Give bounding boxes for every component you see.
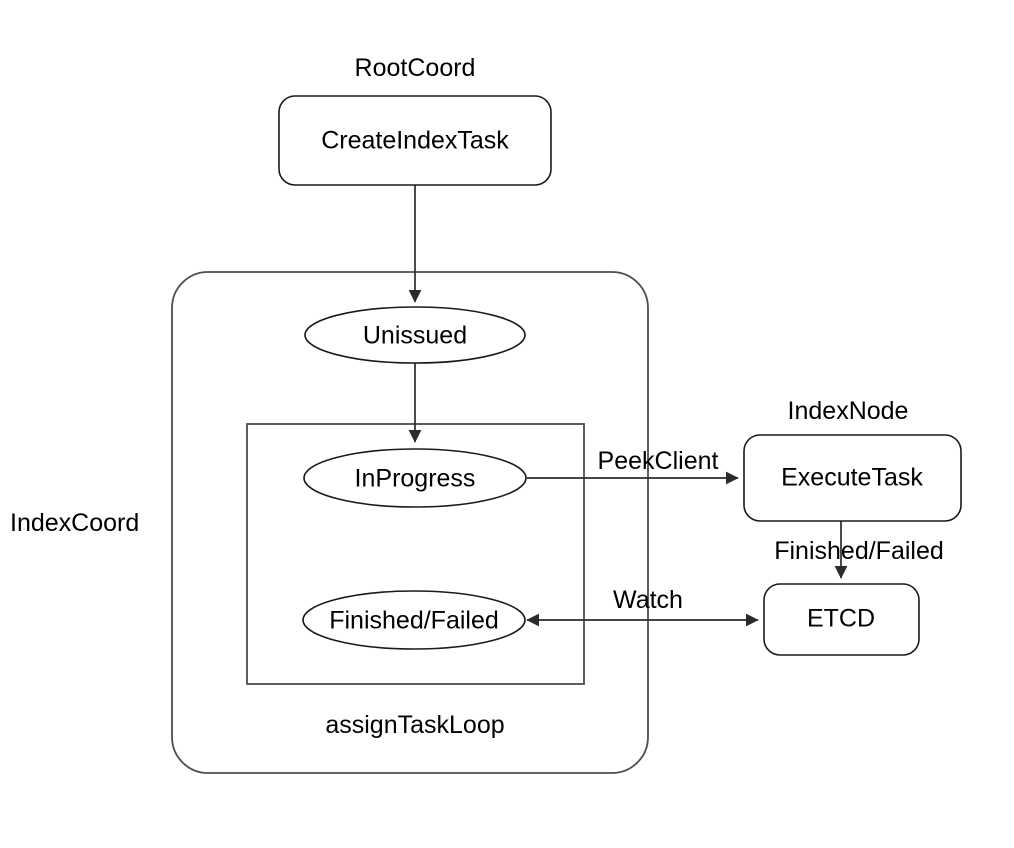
- node-inprogress-shape[interactable]: [303, 448, 527, 508]
- group-indexcoord: [171, 271, 649, 774]
- node-inprogress-label: InProgress: [355, 465, 476, 493]
- node-createindextask-shape[interactable]: [278, 95, 552, 186]
- node-etcd-label: ETCD: [807, 605, 875, 633]
- node-etcd[interactable]: ETCD: [763, 583, 920, 656]
- edge-label-finished-failed: Finished/Failed: [774, 537, 944, 565]
- edge-label-watch: Watch: [613, 586, 683, 614]
- node-executetask[interactable]: ExecuteTask: [743, 434, 962, 522]
- edge-label-peekclient: PeekClient: [598, 447, 719, 475]
- node-unissued-shape[interactable]: [304, 306, 526, 364]
- node-finishedfailed-label: Finished/Failed: [329, 607, 499, 635]
- group-label-rootcoord: RootCoord: [355, 54, 476, 82]
- node-executetask-shape[interactable]: [743, 434, 962, 522]
- node-createindextask-label: CreateIndexTask: [321, 127, 509, 155]
- node-finishedfailed-shape[interactable]: [302, 590, 526, 650]
- node-executetask-label: ExecuteTask: [781, 464, 923, 492]
- node-unissued-label: Unissued: [363, 322, 467, 350]
- group-label-assigntaskloop: assignTaskLoop: [325, 711, 504, 739]
- node-etcd-shape[interactable]: [763, 583, 920, 656]
- group-label-indexnode: IndexNode: [788, 397, 909, 425]
- node-inprogress[interactable]: InProgress: [303, 448, 527, 508]
- node-finishedfailed[interactable]: Finished/Failed: [302, 590, 526, 650]
- group-label-indexcoord: IndexCoord: [10, 509, 139, 537]
- node-createindextask[interactable]: CreateIndexTask: [278, 95, 552, 186]
- node-unissued[interactable]: Unissued: [304, 306, 526, 364]
